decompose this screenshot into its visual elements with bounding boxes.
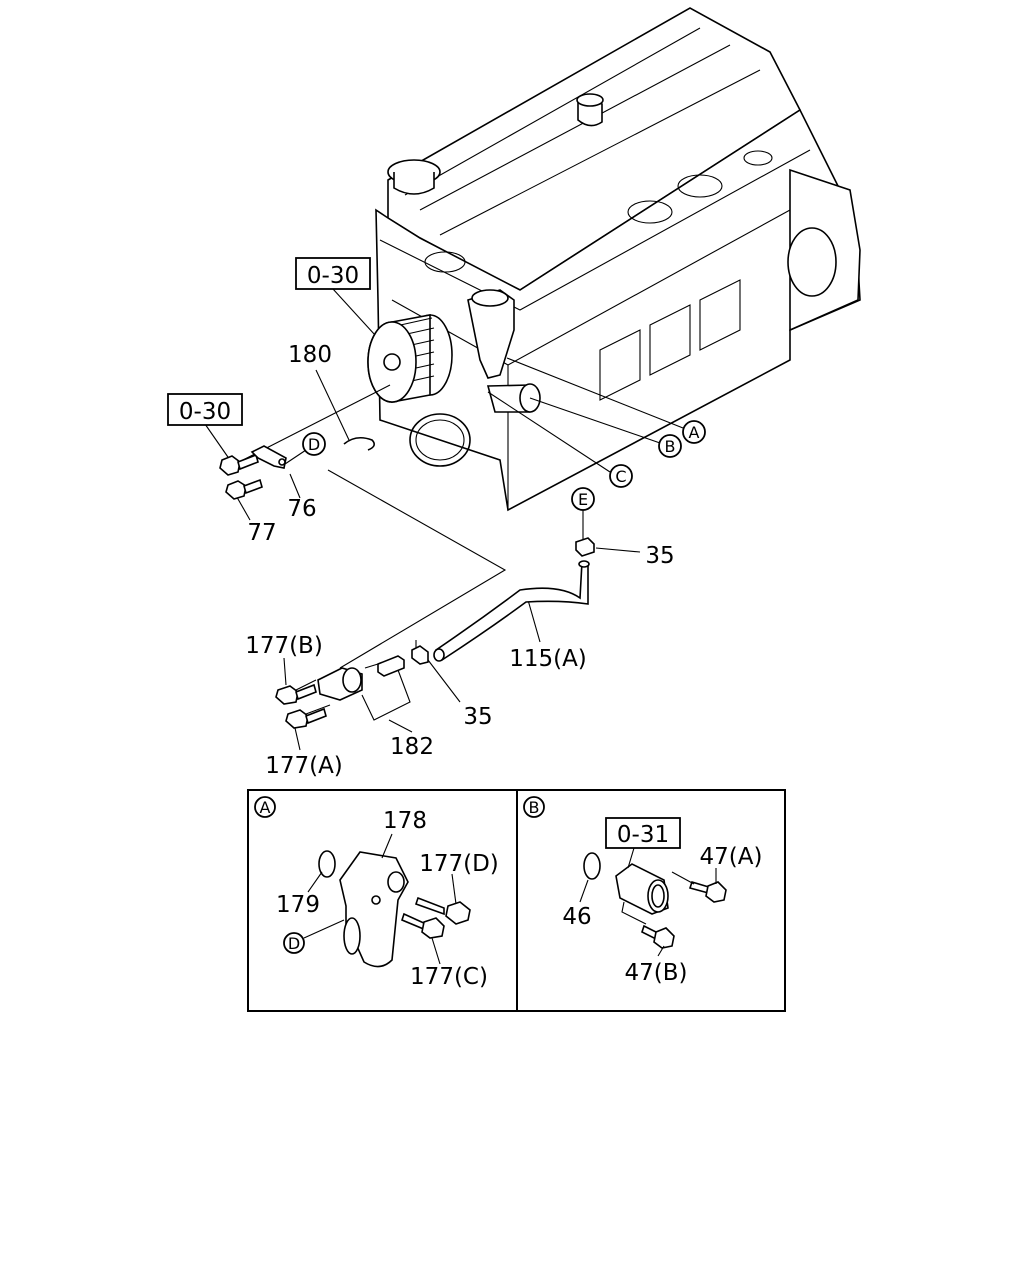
bolt-77-upper [219, 453, 259, 476]
bolt-77-lower [225, 478, 263, 500]
part-numbers: 180 76 77 35 115(A) 177(B) 177(A) 182 35 [245, 342, 674, 779]
marker-e: E [571, 487, 595, 511]
part-115a-label: 115(A) [509, 646, 587, 672]
ref-0-31-label: 0-31 [617, 822, 669, 848]
part-46-label: 46 [562, 904, 591, 930]
detail-panels [247, 789, 786, 1012]
ref-engine-label: 0-30 [307, 263, 359, 289]
part-179-label: 179 [276, 892, 320, 918]
loose-parts [219, 436, 595, 729]
part-177d-label: 177(D) [419, 851, 499, 877]
fan-pulley [367, 314, 453, 403]
detail-b: B 0-31 46 47(A) 47(B) [523, 796, 763, 986]
part-182-label: 182 [390, 734, 434, 760]
svg-text:D: D [308, 435, 320, 454]
engine-block [367, 7, 861, 512]
part-35-top-label: 35 [645, 543, 674, 569]
part-77-label: 77 [247, 520, 276, 546]
leader-lines [204, 288, 684, 751]
detail-a-marker: A [260, 798, 271, 817]
reference-box-bolt: 0-30 [167, 393, 243, 426]
reference-box-engine: 0-30 [295, 257, 371, 290]
elbow-182 [317, 655, 405, 701]
part-178-label: 178 [383, 808, 427, 834]
svg-text:C: C [615, 467, 626, 486]
part-35-bottom-label: 35 [463, 704, 492, 730]
detail-a: A 178 179 177(D) 177(C) D [254, 796, 499, 990]
part-177b-label: 177(B) [245, 633, 323, 659]
detail-b-marker: B [529, 798, 540, 817]
part-47b-label: 47(B) [625, 960, 688, 986]
ref-bolt-label: 0-30 [179, 399, 231, 425]
part-47a-label: 47(A) [700, 844, 763, 870]
part-177a-label: 177(A) [265, 753, 343, 779]
marker-c: C [609, 464, 633, 488]
detail-a-marker-d: D [288, 934, 300, 953]
marker-b: B [658, 434, 682, 458]
svg-text:E: E [578, 490, 588, 509]
svg-text:A: A [689, 423, 700, 442]
part-177c-label: 177(C) [410, 964, 488, 990]
marker-a: A [682, 420, 706, 444]
svg-text:B: B [665, 437, 676, 456]
part-76-label: 76 [287, 496, 316, 522]
part-180-label: 180 [288, 342, 332, 368]
marker-d: D [302, 432, 326, 456]
